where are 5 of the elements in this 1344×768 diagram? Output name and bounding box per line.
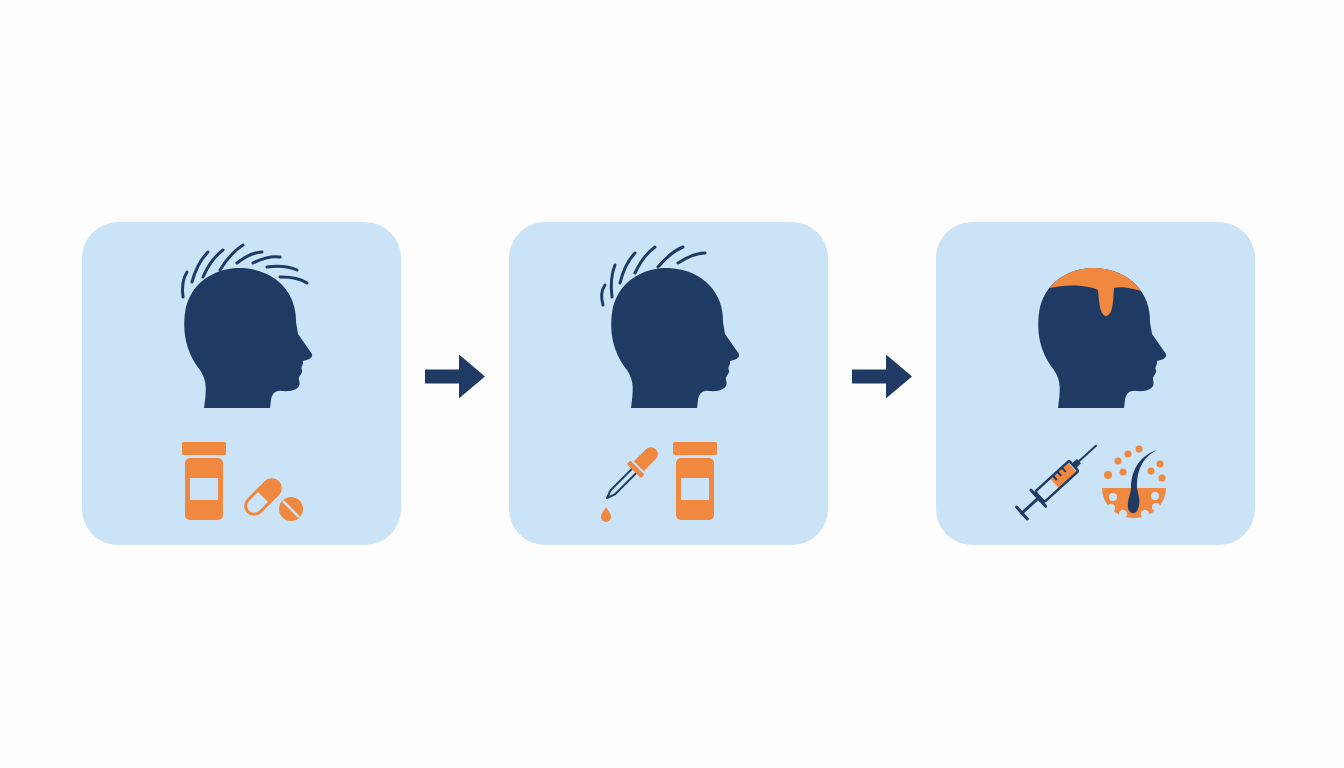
- arrow: [425, 354, 485, 399]
- arrow: [852, 354, 912, 399]
- rounded-panel: [936, 222, 1255, 545]
- rounded-panel: [509, 222, 828, 545]
- rounded-panel: [82, 222, 401, 545]
